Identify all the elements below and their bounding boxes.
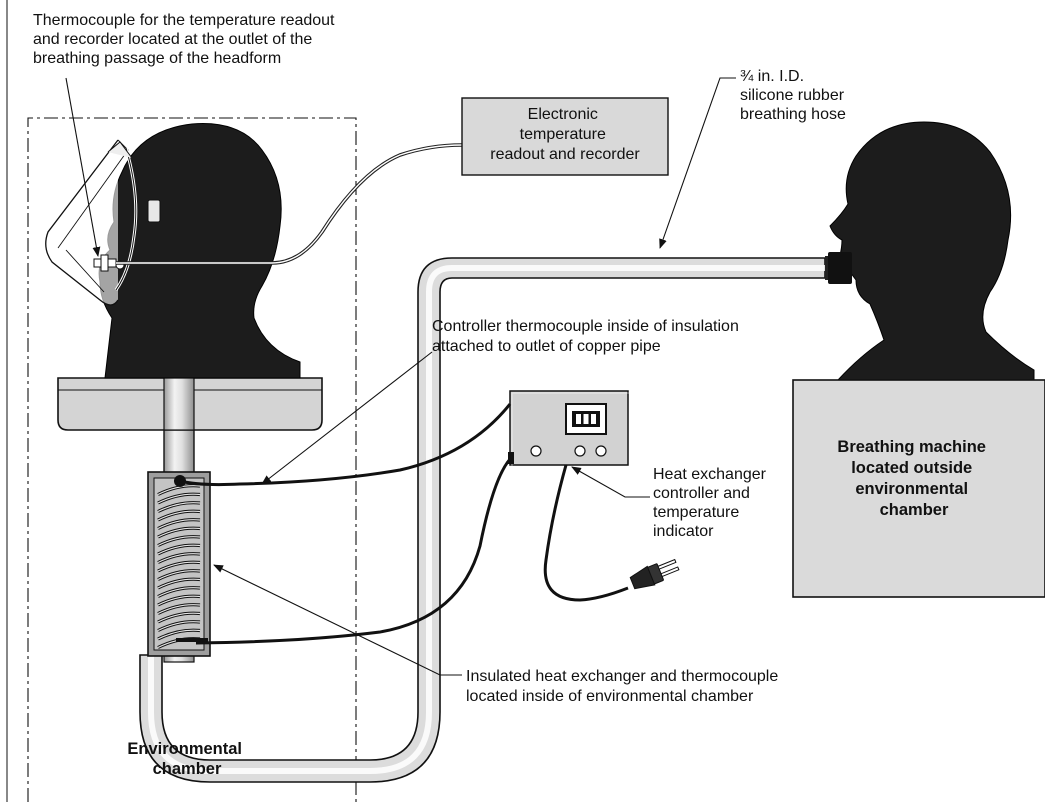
svg-text:Controller thermocouple inside: Controller thermocouple inside of insula… bbox=[432, 318, 743, 355]
coil-turn-highlight bbox=[157, 561, 201, 572]
svg-text:Thermocouple for the temperatu: Thermocouple for the temperature readout… bbox=[33, 12, 339, 67]
power-cord bbox=[543, 464, 629, 602]
svg-text:Electronic temperature: Electronic temperature readout and recor… bbox=[490, 106, 640, 163]
coil-turn-highlight bbox=[157, 510, 201, 521]
hose-label-3: breathing hose bbox=[740, 106, 846, 123]
breathing-machine-label-4: chamber bbox=[880, 501, 949, 519]
coil-turn-highlight bbox=[157, 553, 201, 564]
controller-knob-2 bbox=[574, 445, 586, 457]
svg-text:Insulated heat exchanger and t: Insulated heat exchanger and thermocoupl… bbox=[466, 668, 783, 705]
svg-text:Breathing machine located: Breathing machine located outside enviro… bbox=[837, 438, 990, 519]
insulated-heat-exchanger-label-1: Insulated heat exchanger and thermocoupl… bbox=[466, 668, 778, 685]
heat-exchanger bbox=[147, 471, 211, 657]
coil-turn-highlight bbox=[157, 621, 201, 632]
controller-label-1: Heat exchanger bbox=[653, 466, 767, 483]
heat-exchanger-controller bbox=[508, 390, 631, 468]
leader-controller-thermocouple bbox=[261, 351, 433, 485]
controller-label-3: temperature bbox=[653, 504, 739, 521]
controller-knob-1 bbox=[530, 445, 542, 457]
hose-label-2: silicone rubber bbox=[740, 87, 845, 104]
breathing-machine-label-2: located outside bbox=[851, 459, 972, 477]
leader-insulated-heat-exchanger bbox=[213, 564, 462, 676]
coil-turn-highlight bbox=[157, 536, 201, 547]
breathing-machine-box bbox=[792, 379, 1045, 598]
electronic-readout-label-1: Electronic bbox=[528, 106, 598, 123]
svg-text:Environmental chamber: Environmental chamber bbox=[127, 740, 246, 778]
coil-turn-highlight bbox=[157, 519, 201, 530]
coil-turn-highlight bbox=[157, 502, 201, 513]
coil-turn-highlight bbox=[157, 604, 201, 615]
controller-thermocouple-label-2: attached to outlet of copper pipe bbox=[432, 338, 661, 355]
insulated-heat-exchanger-label-2: located inside of environmental chamber bbox=[466, 688, 754, 705]
electronic-readout-box bbox=[461, 97, 669, 176]
breathing-machine-label-3: environmental bbox=[855, 480, 968, 498]
controller-label-4: indicator bbox=[653, 523, 714, 540]
environmental-chamber-label-2: chamber bbox=[153, 760, 222, 778]
heater-power-cable bbox=[195, 456, 513, 645]
coil-turn-highlight bbox=[157, 587, 201, 598]
coil-turn-highlight bbox=[157, 493, 201, 504]
controller-thermocouple-cable bbox=[179, 403, 512, 487]
coil-turn-highlight bbox=[157, 544, 201, 555]
controller-knob-3 bbox=[595, 445, 607, 457]
coil-turn-highlight bbox=[157, 527, 201, 538]
coil-turn-highlight bbox=[157, 570, 201, 581]
hose-label-1: ¾ in. I.D. bbox=[740, 68, 804, 85]
right-headform bbox=[829, 121, 1035, 381]
svg-text:Heat exchanger controller: Heat exchanger controller and temperatur… bbox=[653, 466, 770, 540]
coil-turn-highlight bbox=[157, 612, 201, 623]
coil-turn-highlight bbox=[157, 629, 201, 640]
environmental-chamber-boundary bbox=[27, 117, 357, 802]
right-headform-mouthpiece bbox=[828, 252, 852, 284]
coil-turn-highlight bbox=[157, 595, 201, 606]
thermocouple-readout-label-1: Thermocouple for the temperature readout bbox=[33, 12, 335, 29]
controller-label-2: controller and bbox=[653, 485, 750, 502]
leader-hose bbox=[659, 77, 736, 249]
electronic-readout-label-3: readout and recorder bbox=[490, 146, 640, 163]
coil-turn-highlight bbox=[157, 485, 201, 496]
breathing-machine-label-1: Breathing machine bbox=[837, 438, 986, 456]
coil-turn-highlight bbox=[157, 578, 201, 589]
svg-text:¾ in. I.D. silicone rubber: ¾ in. I.D. silicone rubber breathing hos… bbox=[740, 68, 849, 123]
power-plug bbox=[629, 558, 680, 590]
leader-thermocouple-readout bbox=[65, 77, 101, 257]
leader-controller bbox=[571, 466, 650, 498]
electronic-readout-label-2: temperature bbox=[520, 126, 606, 143]
controller-thermocouple-label-1: Controller thermocouple inside of insula… bbox=[432, 318, 739, 335]
thermocouple-readout-label-2: and recorder located at the outlet of th… bbox=[33, 31, 312, 48]
thermocouple-readout-label-3: breathing passage of the headform bbox=[33, 50, 281, 67]
environmental-chamber-label-1: Environmental bbox=[127, 740, 242, 758]
